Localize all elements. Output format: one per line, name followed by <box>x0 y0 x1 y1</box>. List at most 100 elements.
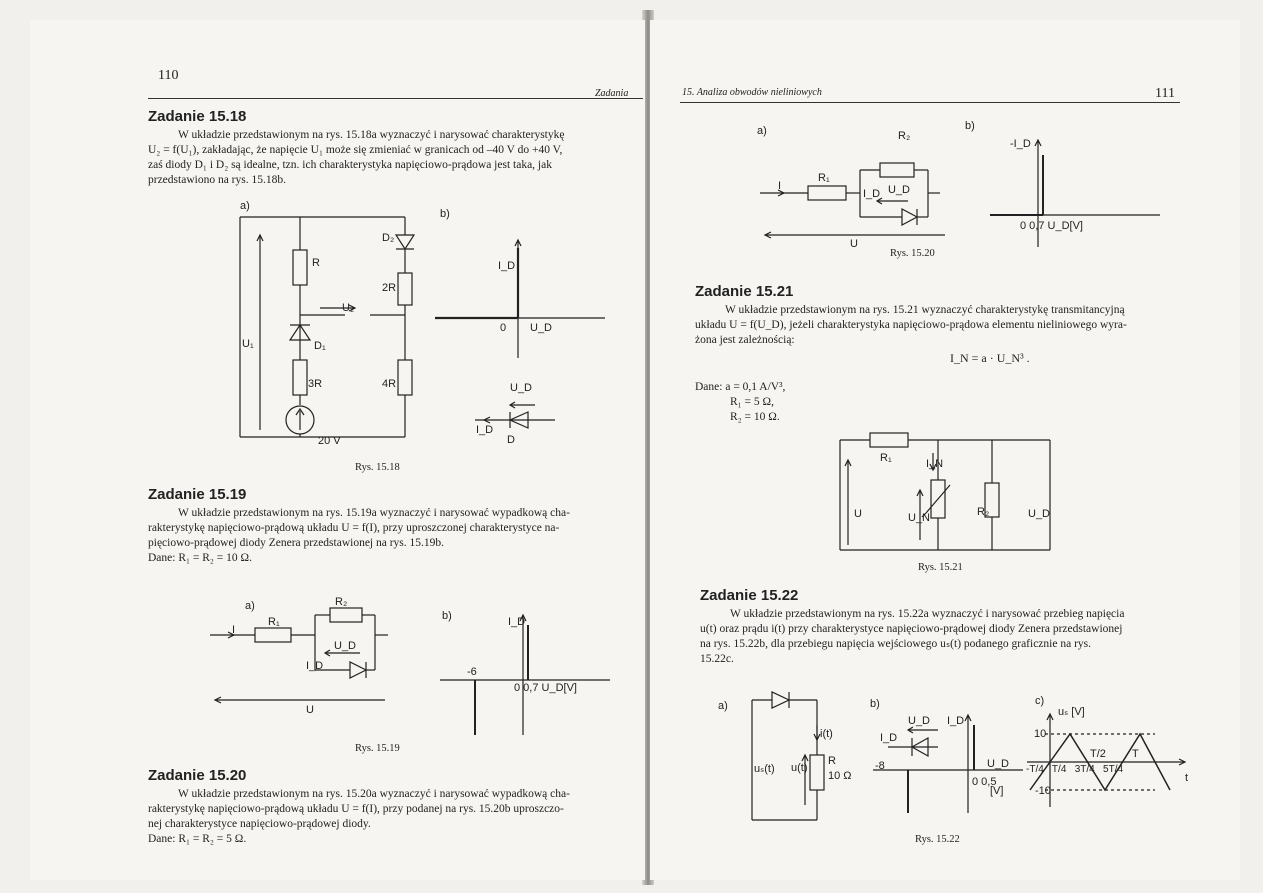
label: T <box>1132 748 1139 760</box>
figure-caption: Rys. 15.18 <box>355 462 400 473</box>
problem-title: Zadanie 15.18 <box>148 108 247 125</box>
circuit-diagram-15-19a <box>210 607 388 704</box>
label: R₁ <box>880 452 892 464</box>
label: U <box>854 508 862 520</box>
problem-text: W układzie przedstawionym na rys. 15.18a… <box>148 128 643 188</box>
text-line: żona jest zależnością: <box>695 334 795 346</box>
label: R₂ <box>335 596 348 608</box>
label: R₂ <box>977 506 990 518</box>
label: 0 0,5 <box>972 776 997 788</box>
problem-text: W układzie przedstawionym na rys. 15.22a… <box>700 607 1183 667</box>
label: I_N <box>926 458 944 470</box>
label: b) <box>442 610 452 622</box>
label: I_D <box>947 715 965 727</box>
label: [V] <box>990 785 1004 797</box>
text-line: R₁ = 5 Ω, <box>730 396 774 408</box>
label: R₂ <box>898 130 911 142</box>
label: I_D <box>476 424 494 436</box>
label: U_D <box>334 640 357 652</box>
label: R₁ <box>818 172 830 184</box>
text-line: nej charakterystyce napięciowo-prądowej … <box>148 818 371 830</box>
figure-caption: Rys. 15.22 <box>915 834 960 845</box>
running-head: 15. Analiza obwodów nieliniowych <box>682 87 822 98</box>
label: U_D <box>530 322 553 334</box>
label: -10 <box>1035 785 1051 797</box>
label: 10 <box>1034 728 1047 740</box>
diode-characteristic-15-20b <box>990 138 1160 247</box>
problem-title: Zadanie 15.19 <box>148 486 247 503</box>
label: 0 0,7 U_D[V] <box>514 682 577 694</box>
text-line: zaś diody D₁ i D₂ są idealne, tzn. ich c… <box>148 159 552 171</box>
label: b) <box>965 120 975 132</box>
text-line: W układzie przedstawionym na rys. 15.22a… <box>730 608 1125 620</box>
label: i(t) <box>820 728 833 740</box>
label: 2R <box>382 282 397 294</box>
text-line: W układzie przedstawionym na rys. 15.21 … <box>725 304 1125 316</box>
figure-caption: Rys. 15.21 <box>918 562 963 573</box>
label: 0 <box>500 322 507 334</box>
text-line: W układzie przedstawionym na rys. 15.18a… <box>178 129 565 141</box>
text-line: rakterystykę napięciowo-prądową układu U… <box>148 803 564 815</box>
text-line: Dane: R₁ = R₂ = 10 Ω. <box>148 552 252 564</box>
label: uₛ(t) <box>754 763 775 775</box>
header-rule <box>680 102 1180 103</box>
label: -8 <box>875 760 885 772</box>
label: uₛ [V] <box>1058 706 1085 718</box>
label: R₁ <box>268 616 280 628</box>
label: U₂ <box>342 302 355 314</box>
circuit-diagram-15-20a <box>760 162 945 239</box>
label: a) <box>757 125 767 137</box>
left-page: 110 Zadania Zadanie 15.18 W układzie prz… <box>30 20 645 880</box>
zener-characteristic-15-22b <box>873 713 1023 813</box>
running-head: Zadania <box>595 88 629 99</box>
label: a) <box>240 200 250 212</box>
label: D₂ <box>382 232 395 244</box>
label: t <box>1185 772 1189 784</box>
label: 20 V <box>318 435 341 447</box>
right-page: 15. Analiza obwodów nieliniowych 111 a) … <box>650 20 1240 880</box>
text-line: W układzie przedstawionym na rys. 15.20a… <box>178 788 570 800</box>
label: c) <box>1035 695 1045 707</box>
circuit-diagram-15-22a <box>751 691 825 821</box>
problem-text: W układzie przedstawionym na rys. 15.20a… <box>148 787 643 847</box>
circuit-diagram-15-21 <box>839 432 1051 551</box>
figure-caption: Rys. 15.20 <box>890 248 935 259</box>
label: T/2 <box>1090 748 1106 760</box>
text-line: układu U = f(U_D), jeżeli charakterystyk… <box>695 319 1127 331</box>
label: U_D <box>510 382 533 394</box>
label: R <box>828 755 836 767</box>
label: U_N <box>908 512 931 524</box>
page-number: 110 <box>158 68 179 83</box>
label: -T/4 T/4 3T/4 5T/4 <box>1026 764 1124 775</box>
zener-characteristic-15-19b <box>440 613 610 735</box>
label: 10 Ω <box>828 770 852 782</box>
label: U_D <box>987 758 1010 770</box>
problem-text: W układzie przedstawionym na rys. 15.19a… <box>148 506 643 566</box>
label: u(t) <box>791 762 808 774</box>
label: I_D <box>306 660 324 672</box>
label: U <box>306 704 314 716</box>
label: U_D <box>888 184 911 196</box>
label: U_D <box>908 715 931 727</box>
label: D <box>507 434 515 446</box>
formula: I_N = a · U_N³ . <box>950 351 1030 365</box>
label: -I_D <box>1010 138 1031 150</box>
given-data: Dane: a = 0,1 A/V³, R₁ = 5 Ω, R₂ = 10 Ω. <box>695 380 895 425</box>
label: 4R <box>382 378 397 390</box>
diode-symbol <box>475 401 555 429</box>
label: U <box>850 238 858 250</box>
problem-title: Zadanie 15.21 <box>695 283 794 300</box>
label: I_D <box>863 188 881 200</box>
problem-title: Zadanie 15.22 <box>700 587 799 604</box>
label: b) <box>870 698 880 710</box>
text-line: u(t) oraz prądu i(t) przy charakterystyc… <box>700 623 1123 635</box>
problem-text: W układzie przedstawionym na rys. 15.21 … <box>695 303 1183 348</box>
text-line: W układzie przedstawionym na rys. 15.19a… <box>178 507 570 519</box>
label: I <box>778 180 782 192</box>
circuit-diagram-15-18a <box>239 216 416 438</box>
input-waveform-15-22c <box>1027 712 1187 807</box>
label: a) <box>245 600 255 612</box>
label: b) <box>440 208 450 220</box>
text-line: przedstawiono na rys. 15.18b. <box>148 174 286 186</box>
label: U₁ <box>242 338 254 350</box>
